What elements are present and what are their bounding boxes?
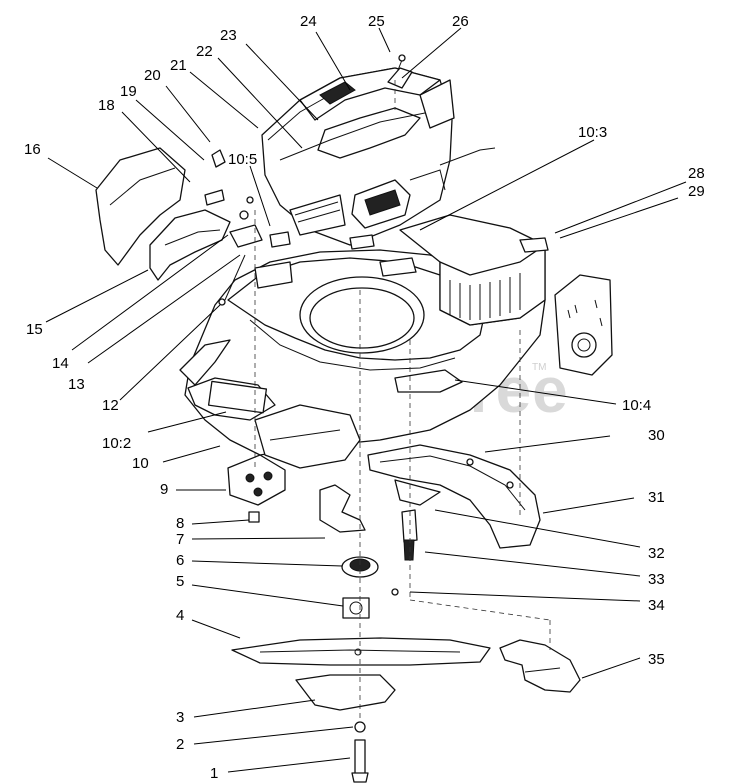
callout-8: 8 bbox=[176, 515, 184, 532]
discharge-chute bbox=[367, 444, 541, 549]
callout-10: 10 bbox=[132, 455, 149, 472]
callout-22: 22 bbox=[196, 43, 213, 60]
blade-assembly bbox=[231, 637, 491, 783]
callout-1: 1 bbox=[210, 765, 218, 782]
callout-31: 31 bbox=[648, 489, 665, 506]
engine bbox=[261, 54, 496, 246]
callout-13: 13 bbox=[68, 376, 85, 393]
callout-14: 14 bbox=[52, 355, 69, 372]
rear-covers bbox=[95, 147, 263, 306]
callout-10-3: 10:3 bbox=[578, 124, 607, 141]
watermark-tm: TM bbox=[532, 362, 546, 373]
callout-3: 3 bbox=[176, 709, 184, 726]
mower-deck bbox=[179, 214, 613, 469]
callout-12: 12 bbox=[102, 397, 119, 414]
mulch-plug bbox=[499, 639, 581, 693]
callout-24: 24 bbox=[300, 13, 317, 30]
callout-19: 19 bbox=[120, 83, 137, 100]
callout-28: 28 bbox=[688, 165, 705, 182]
callout-16: 16 bbox=[24, 141, 41, 158]
callout-26: 26 bbox=[452, 13, 469, 30]
leader-lines bbox=[45, 27, 687, 773]
callout-9: 9 bbox=[160, 481, 168, 498]
callout-20: 20 bbox=[144, 67, 161, 84]
callout-4: 4 bbox=[176, 607, 184, 624]
callout-18: 18 bbox=[98, 97, 115, 114]
callout-30: 30 bbox=[648, 427, 665, 444]
callout-10-5: 10:5 bbox=[228, 151, 257, 168]
callout-15: 15 bbox=[26, 321, 43, 338]
callout-5: 5 bbox=[176, 573, 184, 590]
callout-34: 34 bbox=[648, 597, 665, 614]
callout-23: 23 bbox=[220, 27, 237, 44]
callout-7: 7 bbox=[176, 531, 184, 548]
callout-25: 25 bbox=[368, 13, 385, 30]
callout-32: 32 bbox=[648, 545, 665, 562]
spindle-stack bbox=[227, 454, 418, 619]
assembly-center-lines bbox=[254, 80, 551, 720]
callout-35: 35 bbox=[648, 651, 665, 668]
callout-labels: 1 2 3 4 5 6 7 8 9 10 10:2 10:3 10:4 10:5… bbox=[24, 13, 705, 782]
callout-29: 29 bbox=[688, 183, 705, 200]
callout-21: 21 bbox=[170, 57, 187, 74]
callout-2: 2 bbox=[176, 736, 184, 753]
callout-10-2: 10:2 bbox=[102, 435, 131, 452]
callout-10-4: 10:4 bbox=[622, 397, 651, 414]
callout-33: 33 bbox=[648, 571, 665, 588]
callout-6: 6 bbox=[176, 552, 184, 569]
